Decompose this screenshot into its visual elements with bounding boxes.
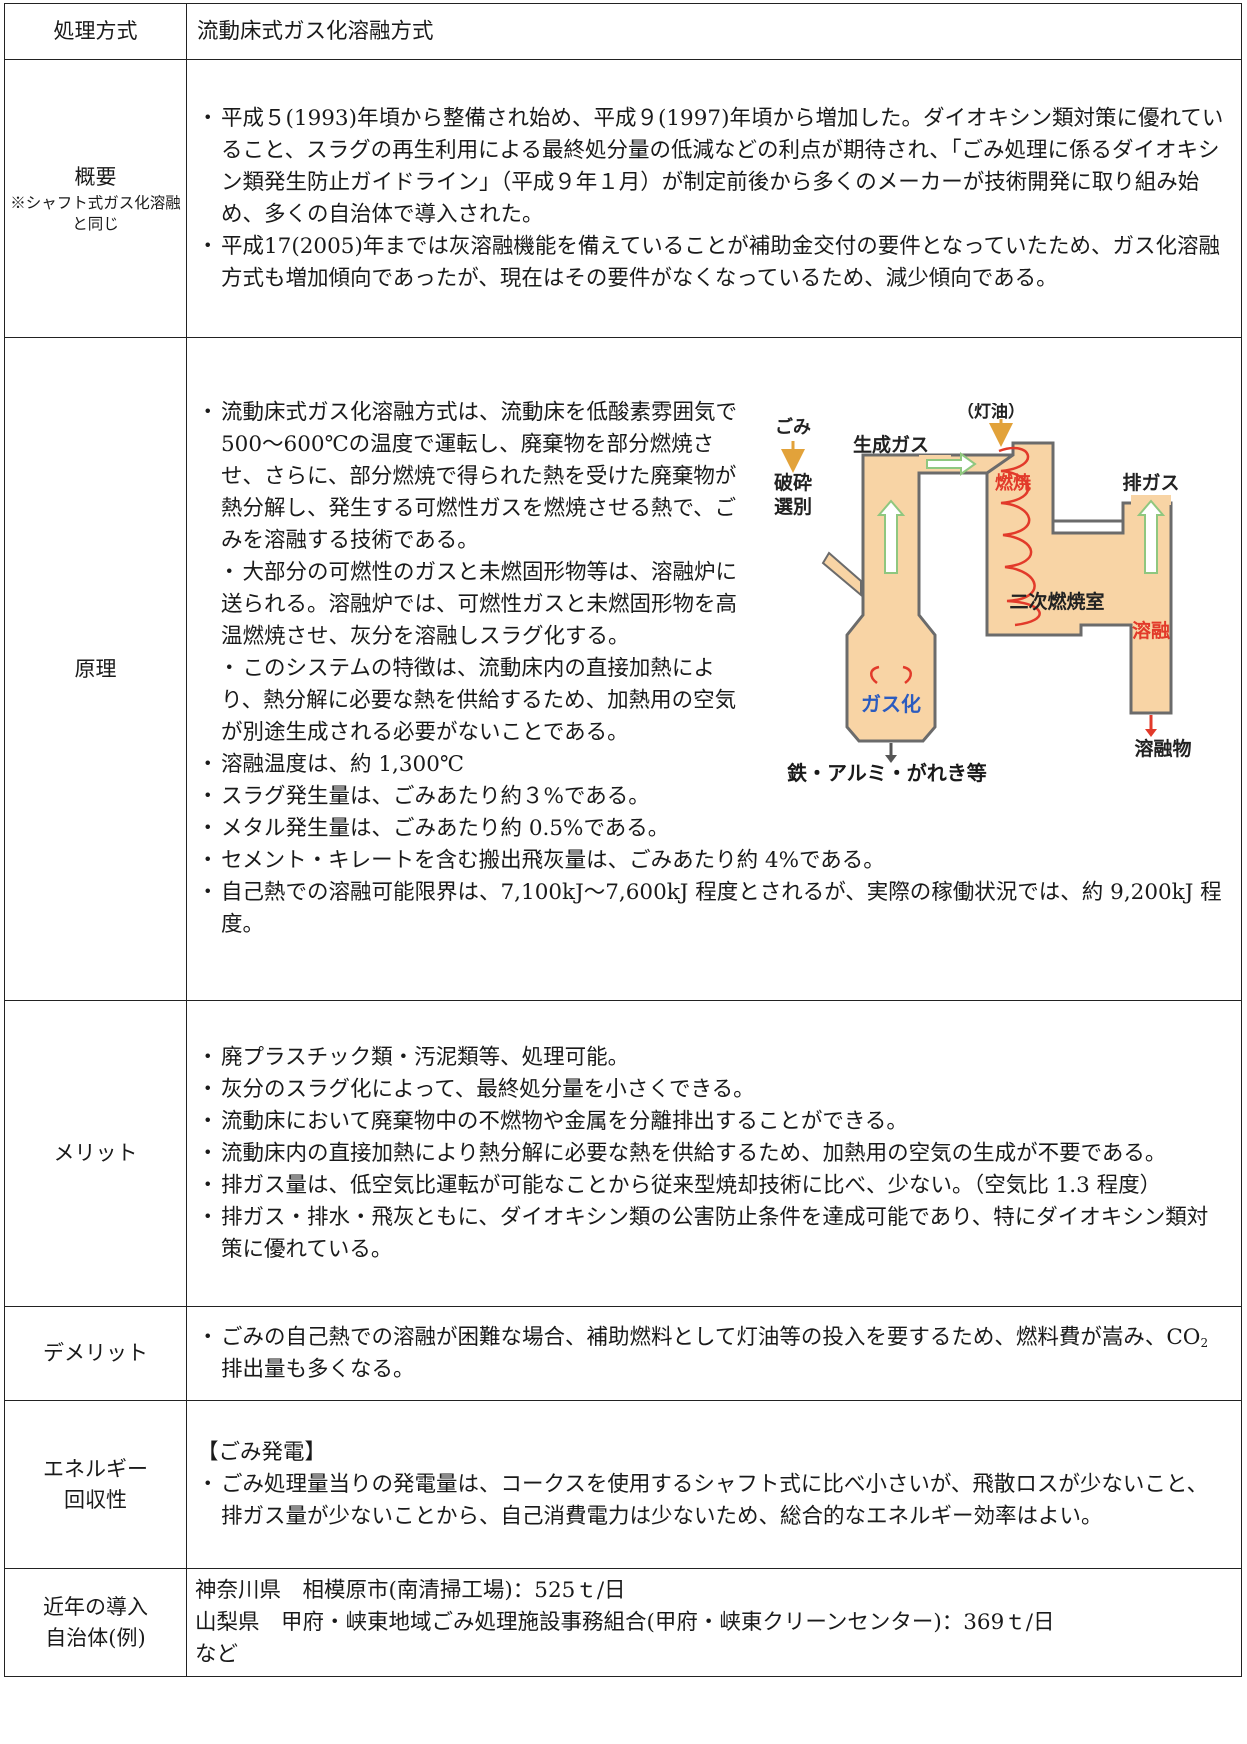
demerit-text-a: ごみの自己熱での溶融が困難な場合、補助燃料として灯油等の投入を要するため、燃料費…: [221, 1324, 1201, 1350]
document: 処理方式 流動床式ガス化溶融方式 概要 ※シャフト式ガス化溶融と同じ 平成５(1…: [4, 3, 1242, 1740]
merit-item: 灰分のスラグ化によって、最終処分量を小さくできる。: [197, 1074, 1229, 1106]
overview-item: 平成17(2005)年までは灰溶融機能を備えていることが補助金交付の要件となって…: [197, 231, 1229, 295]
merit-item: 流動床において廃棄物中の不燃物や金属を分離排出することができる。: [197, 1106, 1229, 1138]
principle-item: メタル発生量は、ごみあたり約 0.5%である。: [197, 813, 1229, 845]
recent-line: など: [195, 1641, 239, 1667]
demerit-item: ごみの自己熱での溶融が困難な場合、補助燃料として灯油等の投入を要するため、燃料費…: [197, 1322, 1229, 1386]
merit-label: メリット: [4, 1000, 187, 1307]
principle-para2: 大部分の可燃性のガスと未燃固形物等は、溶融炉に送られる。溶融炉では、可燃性ガスと…: [197, 557, 1229, 653]
principle-item: 自己熱での溶融可能限界は、7,100kJ～7,600kJ 程度とされるが、実際の…: [197, 877, 1229, 941]
demerit-sub: 2: [1200, 1335, 1209, 1350]
principle-item: 溶融温度は、約 1,300℃: [197, 749, 1229, 781]
overview-content: 平成５(1993)年頃から整備され始め、平成９(1997)年頃から増加した。ダイ…: [186, 59, 1242, 338]
row-overview: 概要 ※シャフト式ガス化溶融と同じ 平成５(1993)年頃から整備され始め、平成…: [4, 59, 1242, 338]
recent-label-line2: 自治体(例): [45, 1625, 146, 1650]
demerit-text-b: 排出量も多くなる。: [221, 1356, 415, 1382]
spec-table: 処理方式 流動床式ガス化溶融方式 概要 ※シャフト式ガス化溶融と同じ 平成５(1…: [4, 3, 1242, 1677]
recent-label-cell: 近年の導入 自治体(例): [4, 1568, 187, 1677]
header-value: 流動床式ガス化溶融方式: [186, 3, 1242, 60]
overview-note: ※シャフト式ガス化溶融と同じ: [10, 194, 181, 233]
energy-item: ごみ処理量当りの発電量は、コークスを使用するシャフト式に比べ小さいが、飛散ロスが…: [197, 1469, 1229, 1533]
energy-label-line2: 回収性: [64, 1487, 127, 1512]
overview-label-cell: 概要 ※シャフト式ガス化溶融と同じ: [4, 59, 187, 338]
row-method: 処理方式 流動床式ガス化溶融方式: [4, 3, 1242, 60]
energy-content: 【ごみ発電】 ごみ処理量当りの発電量は、コークスを使用するシャフト式に比べ小さい…: [186, 1400, 1242, 1569]
overview-label: 概要: [74, 165, 117, 189]
merit-item: 排ガス・排水・飛灰ともに、ダイオキシン類の公害防止条件を達成可能であり、特にダイ…: [197, 1202, 1229, 1266]
energy-label-line1: エネルギー: [43, 1456, 148, 1481]
demerit-content: ごみの自己熱での溶融が困難な場合、補助燃料として灯油等の投入を要するため、燃料費…: [186, 1306, 1242, 1401]
principle-item: セメント・キレートを含む搬出飛灰量は、ごみあたり約 4%である。: [197, 845, 1229, 877]
principle-intro: 流動床式ガス化溶融方式は、流動床を低酸素雰囲気で 500～600℃の温度で運転し…: [197, 397, 1229, 557]
row-principle: 原理: [4, 337, 1242, 1001]
energy-heading: 【ごみ発電】: [197, 1439, 327, 1465]
row-recent: 近年の導入 自治体(例) 神奈川県 相模原市(南清掃工場)：525ｔ/日 山梨県…: [4, 1568, 1242, 1677]
energy-label-cell: エネルギー 回収性: [4, 1400, 187, 1569]
row-demerit: デメリット ごみの自己熱での溶融が困難な場合、補助燃料として灯油等の投入を要する…: [4, 1306, 1242, 1401]
row-energy: エネルギー 回収性 【ごみ発電】 ごみ処理量当りの発電量は、コークスを使用するシ…: [4, 1400, 1242, 1569]
demerit-label: デメリット: [4, 1306, 187, 1401]
row-merit: メリット 廃プラスチック類・汚泥類等、処理可能。 灰分のスラグ化によって、最終処…: [4, 1000, 1242, 1307]
principle-item: スラグ発生量は、ごみあたり約３%である。: [197, 781, 1229, 813]
principle-label: 原理: [4, 337, 187, 1001]
recent-line: 神奈川県 相模原市(南清掃工場)：525ｔ/日: [195, 1577, 626, 1603]
merit-item: 廃プラスチック類・汚泥類等、処理可能。: [197, 1042, 1229, 1074]
recent-content: 神奈川県 相模原市(南清掃工場)：525ｔ/日 山梨県 甲府・峡東地域ごみ処理施…: [186, 1568, 1242, 1677]
merit-content: 廃プラスチック類・汚泥類等、処理可能。 灰分のスラグ化によって、最終処分量を小さ…: [186, 1000, 1242, 1307]
principle-content: （灯油） ごみ 破砕 選別 生成ガス 燃焼 排ガス 二次燃焼室 溶融 ガス化 溶…: [186, 337, 1242, 1001]
recent-line: 山梨県 甲府・峡東地域ごみ処理施設事務組合(甲府・峡東クリーンセンター)：369…: [195, 1609, 1055, 1635]
recent-label-line1: 近年の導入: [43, 1594, 148, 1619]
merit-item: 排ガス量は、低空気比運転が可能なことから従来型焼却技術に比べ、少ない。（空気比 …: [197, 1170, 1229, 1202]
principle-para3: このシステムの特徴は、流動床内の直接加熱により、熱分解に必要な熱を供給するため、…: [197, 653, 1229, 749]
header-label: 処理方式: [4, 3, 187, 60]
merit-item: 流動床内の直接加熱により熱分解に必要な熱を供給するため、加熱用の空気の生成が不要…: [197, 1138, 1229, 1170]
overview-item: 平成５(1993)年頃から整備され始め、平成９(1997)年頃から増加した。ダイ…: [197, 103, 1229, 231]
